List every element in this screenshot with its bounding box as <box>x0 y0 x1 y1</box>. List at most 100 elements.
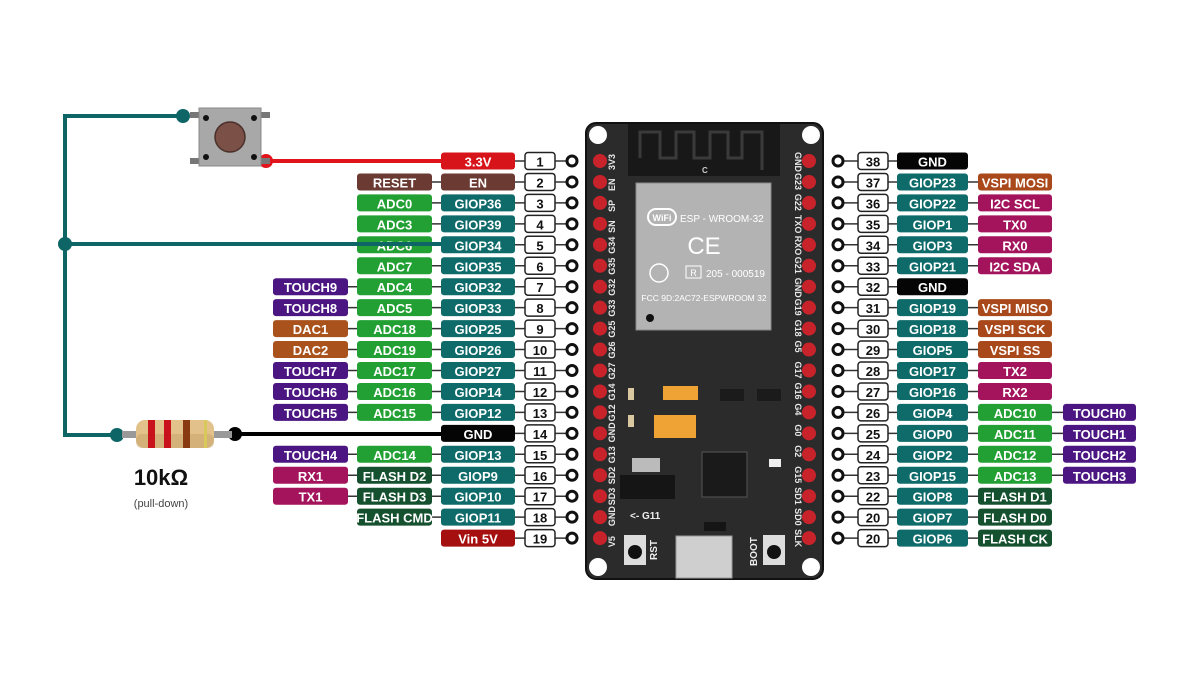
pin-function-label: GIOP35 <box>455 259 502 274</box>
pin-function-badge-reset <box>357 173 432 191</box>
pin-function-label: ADC14 <box>373 448 416 463</box>
pin-hole-icon <box>831 364 845 377</box>
pin-function-label: RESET <box>373 175 416 190</box>
pin-function-badge-gpio <box>441 320 515 338</box>
pin-number: 29 <box>866 343 880 358</box>
silk-label: GND <box>793 278 803 299</box>
pin-number: 28 <box>866 364 880 379</box>
pin-function-badge-gpio <box>441 341 515 359</box>
pin-function-label: VSPI MOSI <box>982 175 1048 190</box>
pin-number: 4 <box>536 217 544 232</box>
pin-function-badge-gpio <box>897 382 968 400</box>
pin-function-label: ADC16 <box>373 385 416 400</box>
pin-number: 20 <box>866 532 880 547</box>
resistor-value: 10kΩ <box>134 465 188 490</box>
pin-function-badge-i2c <box>978 257 1052 275</box>
wifi-logo: WiFi <box>653 213 672 223</box>
pin-hole-icon <box>831 238 845 252</box>
resistor <box>122 420 232 448</box>
header-pad <box>593 300 607 315</box>
pin-number-box <box>857 214 889 234</box>
pin-number: 32 <box>866 280 880 295</box>
pin-number-box <box>857 507 889 527</box>
pin-function-badge-gpio <box>897 215 968 233</box>
g11-label: <- G11 <box>630 511 661 522</box>
header-pad <box>593 195 607 210</box>
pin-hole-icon <box>831 489 845 503</box>
silk-label: G35 <box>607 258 617 275</box>
pin-number: 1 <box>536 155 543 170</box>
pin-number-box <box>857 235 889 255</box>
wroom-module-shield <box>635 182 772 331</box>
pin-number-box <box>857 445 889 464</box>
pin-hole-icon <box>831 217 845 231</box>
usb-uart-chip <box>701 451 748 498</box>
pin-function-badge-uart <box>273 466 348 484</box>
pin-hole-icon <box>831 280 845 294</box>
silk-label: G4 <box>793 403 803 415</box>
pin-function-badge-flash <box>978 487 1052 505</box>
pin-function-badge-gpio <box>897 529 968 547</box>
pin-hole-icon <box>831 405 845 419</box>
pin-function-label: ADC18 <box>373 322 416 337</box>
silk-label: SD1 <box>793 487 803 505</box>
pin-function-badge-touch <box>273 299 348 317</box>
pin-number-box <box>524 424 556 443</box>
boot-label: BOOT <box>749 537 760 566</box>
pin-function-label: TOUCH5 <box>284 406 337 421</box>
pin-number-box <box>524 277 556 296</box>
pin-hole-icon <box>565 175 579 189</box>
pin-function-label: ADC15 <box>373 406 416 421</box>
pin-function-label: GIOP8 <box>913 490 953 505</box>
pin-number-box <box>857 298 889 317</box>
pin-function-label: FLASH CK <box>982 532 1048 547</box>
pin-number-box <box>857 528 889 548</box>
header-pad <box>802 489 816 504</box>
pin-function-badge-gpio <box>441 487 515 505</box>
button-terminal-dot <box>176 109 190 123</box>
pin-function-badge-gpio <box>441 403 515 421</box>
silk-label: G17 <box>793 362 803 379</box>
pin-function-badge-adc <box>978 403 1052 421</box>
pin-function-label: FLASH D1 <box>983 490 1047 505</box>
pin-number: 25 <box>866 427 880 442</box>
pin-number: 9 <box>536 322 543 337</box>
pin-function-badge-gpio <box>897 341 968 359</box>
pin-function-label: TX1 <box>299 490 323 505</box>
pin-hole-icon <box>565 384 579 398</box>
esp32-board: C WiFi ESP - WROOM-32 CE R 205 - 000519 … <box>585 122 824 580</box>
pin-number: 27 <box>866 385 880 400</box>
pin-function-badge-gpio <box>441 278 515 296</box>
pin-number-box <box>857 277 889 296</box>
pin-function-badge-adc <box>357 194 432 212</box>
header-pad <box>802 405 816 420</box>
silk-label: SD3 <box>607 488 617 506</box>
header-pad <box>802 447 816 462</box>
header-pad <box>593 489 607 504</box>
pin-function-badge-touch <box>273 445 348 463</box>
pin-function-label: ADC19 <box>373 343 416 358</box>
pin-hole-icon <box>831 447 845 461</box>
pin-function-badge-dac <box>273 320 348 338</box>
pin-function-label: GIOP14 <box>455 385 503 400</box>
pin-hole-icon <box>565 217 579 231</box>
pin-number: 11 <box>533 364 547 379</box>
pin-number-box <box>524 151 556 171</box>
header-pad <box>593 384 607 399</box>
pin-function-badge-gpio <box>897 403 968 421</box>
pin-function-label: GIOP4 <box>913 406 954 421</box>
silk-label: GND <box>607 506 617 527</box>
pin-function-badge-touch <box>273 362 348 379</box>
pin-function-label: GIOP26 <box>455 343 502 358</box>
pin-function-badge-reset <box>441 173 515 191</box>
